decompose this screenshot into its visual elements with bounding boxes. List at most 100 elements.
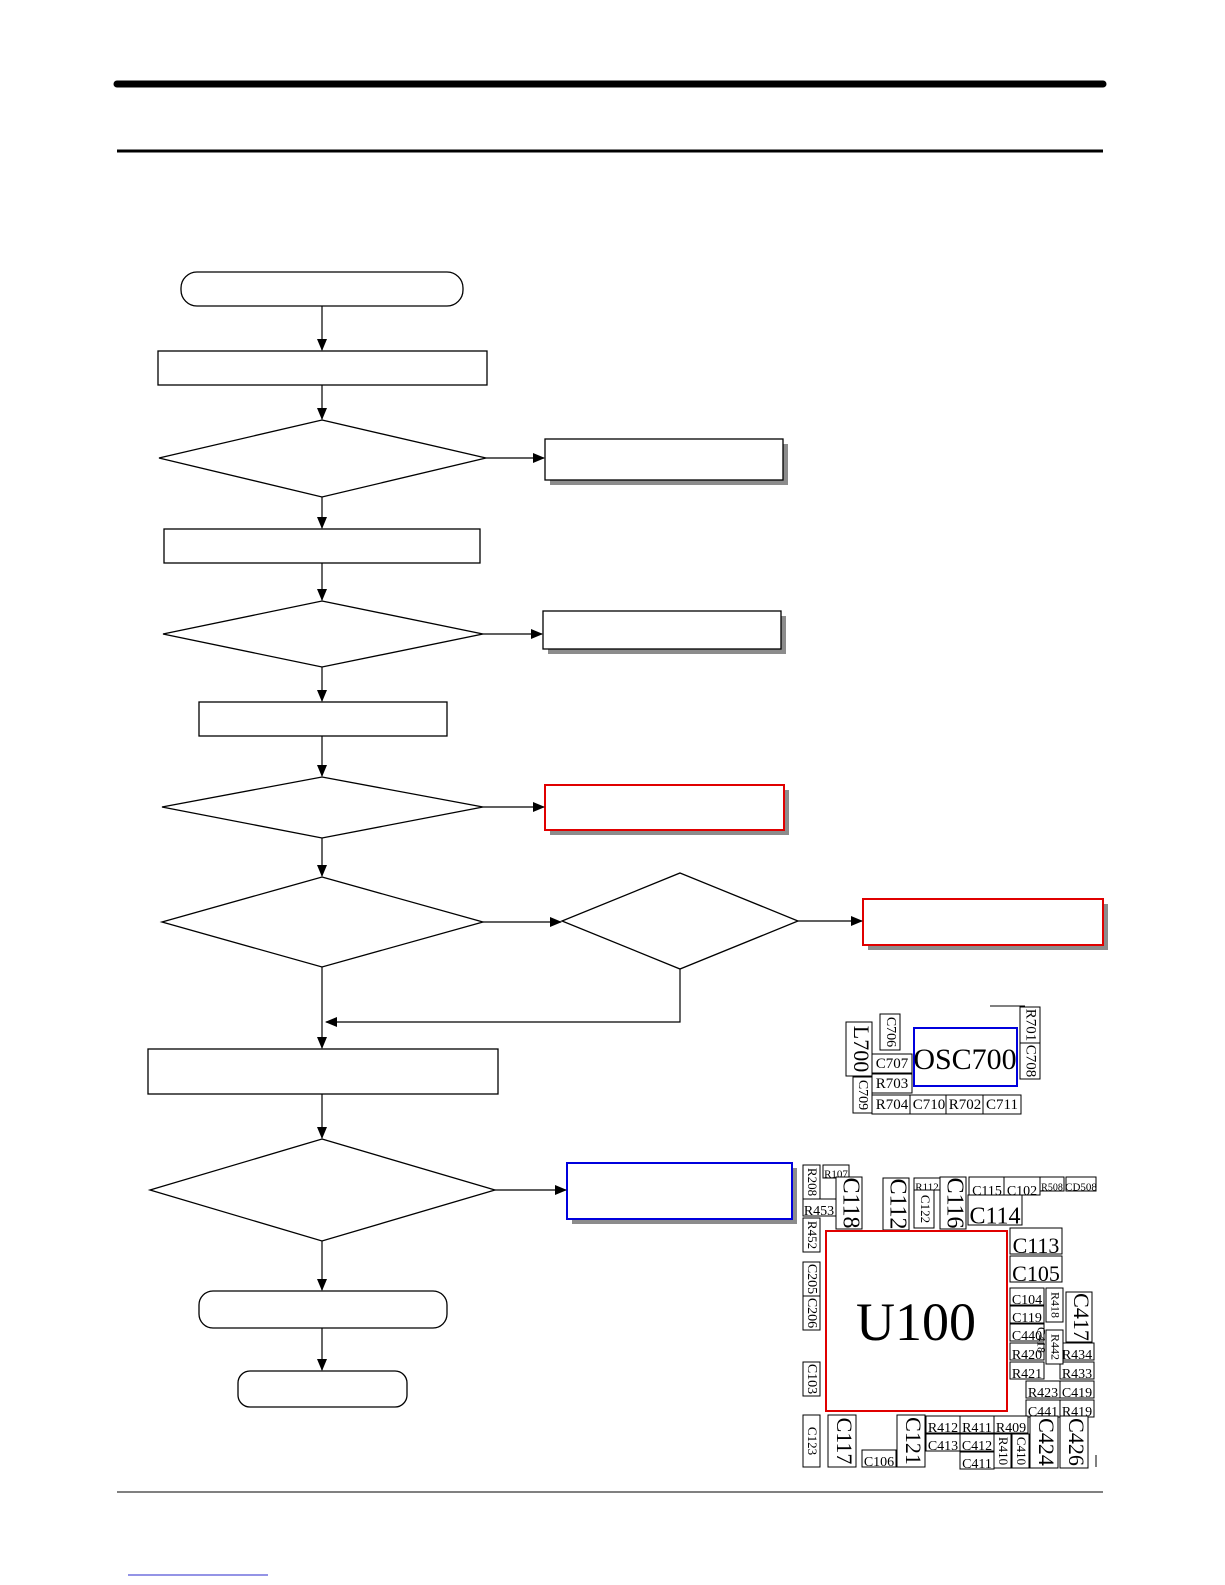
pcb-component-label: C424: [1034, 1418, 1059, 1466]
pcb-component-label: CD508: [1065, 1182, 1097, 1194]
pcb-part-outline: [967, 1194, 1023, 1226]
pcb-part-outline: [939, 1176, 967, 1230]
pcb-component-label: C122: [918, 1195, 933, 1223]
pcb-component-label: C419: [1062, 1386, 1092, 1401]
pcb-component-label: C205: [804, 1264, 819, 1294]
pcb-component-label: R419: [1062, 1405, 1092, 1420]
pcb-component-label: R418: [1048, 1292, 1062, 1318]
pcb-component-label: C418: [1034, 1327, 1048, 1353]
pcb-part-outline: [871, 1053, 913, 1074]
pcb-part-outline: [845, 1021, 873, 1077]
pcb-component-label: R410: [996, 1437, 1011, 1465]
pcb-component-label: R702: [949, 1097, 982, 1113]
pcb-component-label: C112: [884, 1178, 910, 1229]
side-box-red-2: [862, 898, 1104, 946]
pcb-part-outline: [802, 1198, 837, 1217]
pcb-part-outline: [1009, 1342, 1045, 1361]
pcb-component-label: R442: [1048, 1334, 1062, 1360]
pcb-component-label: C417: [1069, 1293, 1094, 1341]
start-terminator: [180, 271, 464, 307]
pcb-component-label: C113: [1013, 1233, 1060, 1258]
pcb-component-label: C710: [913, 1097, 946, 1113]
pcb-part-outline: [1065, 1176, 1097, 1192]
pcb-ic-labels: U100: [856, 1292, 976, 1352]
process-box-3: [198, 701, 448, 737]
pcb-component-label: C123: [805, 1427, 820, 1455]
pcb-component-label: C104: [1012, 1293, 1042, 1308]
pcb-component-label: C121: [901, 1417, 926, 1465]
side-box-2: [542, 610, 782, 650]
pcb-part-outline: [1009, 1255, 1063, 1283]
pcb-main-part-box: [913, 1027, 1018, 1087]
pcb-component-label: R107: [824, 1169, 848, 1181]
process-box-2: [163, 528, 481, 564]
pcb-component-label: R112: [915, 1182, 938, 1194]
pcb-ic-area: [802, 1164, 1097, 1470]
pcb-part-outline: [802, 1295, 821, 1331]
pcb-part-outline: [1009, 1361, 1045, 1380]
pcb-part-outline: [1009, 1323, 1045, 1342]
pcb-oscillator-area: [845, 1005, 1041, 1115]
pcb-part-outline: [879, 1013, 901, 1051]
pcb-component-label: R452: [805, 1221, 820, 1249]
pcb-part-outline: [861, 1449, 897, 1468]
end-terminator-1: [198, 1290, 448, 1329]
pcb-component-label: R704: [876, 1097, 909, 1113]
pcb-component-label: R412: [928, 1421, 958, 1436]
pcb-component-label: C441: [1028, 1405, 1058, 1420]
pcb-main-ic-box: [825, 1230, 1008, 1412]
pcb-component-label: C708: [1023, 1045, 1039, 1078]
pcb-component-label: R423: [1028, 1386, 1058, 1401]
pcb-component-label: C118: [837, 1177, 863, 1228]
pcb-component-label: R420: [1012, 1348, 1042, 1363]
pcb-main-ic-label: U100: [856, 1292, 976, 1352]
pcb-part-outline: [1019, 1042, 1041, 1080]
pcb-part-outline: [1065, 1291, 1093, 1343]
pcb-component-label: C413: [928, 1439, 958, 1454]
pcb-component-label: C119: [1012, 1311, 1042, 1326]
decision-1: [158, 419, 487, 498]
pcb-component-label: C106: [864, 1455, 894, 1470]
pcb-component-label: R411: [962, 1421, 992, 1436]
pcb-part-outline: [827, 1414, 857, 1468]
pcb-component-label: C102: [1007, 1184, 1037, 1199]
pcb-component-label: R208: [805, 1168, 820, 1196]
side-box-1: [544, 438, 784, 481]
pcb-component-label: R508: [1041, 1182, 1063, 1193]
pcb-part-outline: [993, 1433, 1012, 1469]
pcb-component-label: C116: [941, 1177, 967, 1228]
pcb-part-outline: [913, 1189, 935, 1229]
pcb-component-label: C426: [1064, 1418, 1089, 1466]
pcb-component-label: C706: [883, 1017, 898, 1047]
pcb-part-outline: [1009, 1227, 1063, 1255]
pcb-part-outline: [1009, 1287, 1045, 1306]
process-box-1: [157, 350, 488, 386]
pcb-component-label: L700: [849, 1026, 874, 1072]
decision-2: [162, 600, 484, 668]
pcb-component-label: C440: [1012, 1329, 1042, 1344]
pcb-component-label: C103: [804, 1364, 819, 1394]
pcb-component-label: R409: [996, 1421, 1026, 1436]
pcb-main-part-label: OSC700: [913, 1043, 1016, 1076]
pcb-component-label: C707: [876, 1056, 909, 1072]
pcb-part-outline: [1059, 1361, 1095, 1380]
pcb-part-outline: [882, 1177, 910, 1231]
pcb-part-outline: [1045, 1287, 1064, 1323]
side-box-red-1: [544, 784, 785, 831]
pcb-component-label: R701: [1023, 1009, 1039, 1042]
pcb-component-label: C410: [1014, 1437, 1029, 1465]
pcb-part-outline: [1029, 1415, 1059, 1469]
pcb-part-outline: [896, 1414, 926, 1468]
end-terminator-2: [237, 1370, 408, 1408]
pcb-part-outline: [802, 1361, 821, 1397]
pcb-component-label: R434: [1062, 1348, 1092, 1363]
decision-6: [147, 1138, 498, 1242]
pcb-part-outline: [982, 1094, 1022, 1115]
pcb-component-label: C115: [972, 1184, 1002, 1199]
pcb-part-outline: [993, 1415, 1029, 1434]
pcb-part-outline: [1025, 1380, 1061, 1399]
pcb-part-outline: [1045, 1329, 1064, 1365]
pcb-component-label: C206: [804, 1298, 819, 1328]
